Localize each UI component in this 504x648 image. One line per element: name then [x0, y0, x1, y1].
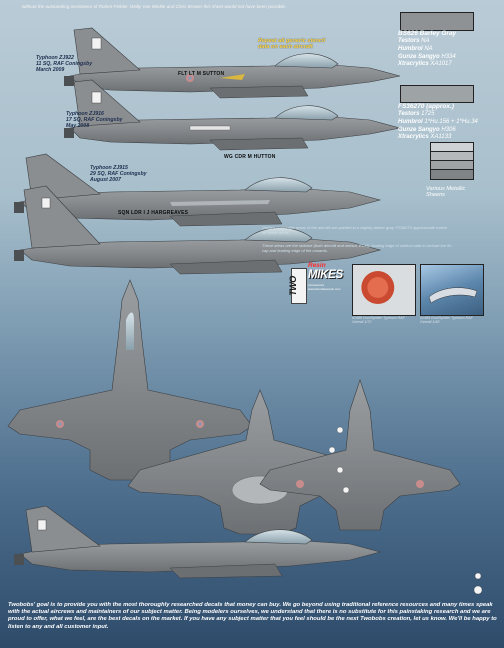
logo-two-text: TWO	[287, 276, 298, 296]
composite-note: Various composite areas of the aircraft …	[262, 225, 447, 235]
spec-line: Gunze Sangyo H306	[398, 126, 456, 133]
caption-line: 17 SQ, RAF Coningsby	[66, 116, 123, 123]
caption-aircraft-1: Typhoon ZJ922 11 SQ, RAF Coningsby March…	[36, 55, 93, 74]
product-photo-2	[420, 264, 484, 316]
two-mikes-logo: TWO Resin MIKES Accessories www.twomikes…	[287, 262, 349, 304]
product-photo-1	[352, 264, 416, 316]
credit-note: without the outstanding assistance of Ro…	[22, 4, 287, 9]
spec-heading: FS36270 (approx.)	[398, 103, 454, 110]
spec-line: Humbrol NA	[398, 45, 433, 52]
label-line: Various Metallic	[426, 186, 466, 192]
label-line: Sheens	[426, 192, 445, 199]
spec-heading: BS626 Barley Gray	[398, 30, 457, 37]
stencil-repeat-note: Repeat all generic stencil data on each …	[258, 38, 325, 51]
serial-label-3: SQN LDR I J HARGREAVES	[118, 210, 189, 216]
photo-part-shape	[428, 287, 478, 304]
composite-areas-note: These areas are the radome (both aircraf…	[262, 243, 452, 253]
caption-line: Typhoon ZJ915	[90, 165, 128, 171]
fs36270-swatch	[400, 85, 474, 103]
photo-caption-2: #1489 Gun/Splitter Typhoon RAF Overall 1…	[420, 316, 473, 325]
caption-line: 11 SQ, RAF Coningsby	[36, 60, 93, 67]
caption-line: Typhoon ZJ916	[66, 111, 104, 117]
note-line: data on each aircraft	[258, 44, 313, 51]
caption-line: March 2009	[36, 66, 65, 73]
caption-aircraft-2: Typhoon ZJ916 17 SQ, RAF Coningsby May 2…	[66, 111, 123, 130]
logo-two-block: TWO	[287, 268, 307, 304]
spec-line: Testors 1725	[398, 111, 435, 118]
barley-gray-swatch	[400, 12, 474, 31]
spec-line: Testors NA	[398, 38, 430, 45]
photo-caption-1: #1488 Gun/Splitter Typhoon RAF Overall 1…	[352, 316, 405, 325]
spec-line: Xtracrylics XA1133	[398, 134, 452, 141]
logo-resin-text: Resin	[308, 262, 326, 269]
serial-label-2: WG CDR M HUTTON	[224, 154, 276, 160]
caption-line: May 2008	[66, 122, 90, 129]
note-line: Repeat all generic stencil	[258, 38, 326, 44]
caption-line: Typhoon ZJ922	[36, 55, 74, 61]
metallic-label: Various Metallic Sheens	[426, 186, 465, 199]
serial-label-1: FLT LT M SUTTON	[178, 71, 225, 77]
caption-line: August 2007	[90, 176, 121, 183]
paint-spec-fs36270: FS36270 (approx.) Testors 1725 Humbrol 1…	[398, 103, 478, 142]
logo-subtitle: Accessories www.twomikesresin.com	[308, 283, 341, 291]
metallic-swatch-4	[430, 169, 474, 180]
spec-line: Xtracrylics XA1017	[398, 61, 452, 68]
footer-statement: Twobobs' goal is to provide you with the…	[8, 602, 497, 630]
spec-line: Gunze Sangyo H334	[398, 53, 456, 60]
logo-mikes-text: MIKES	[308, 269, 343, 281]
spec-line: Humbrol 1*Hu.156 + 1*Hu.34	[398, 118, 478, 125]
caption-aircraft-3: Typhoon ZJ915 29 SQ, RAF Coningsby Augus…	[90, 165, 147, 184]
paint-spec-barley-gray: BS626 Barley Gray Testors NA Humbrol NA …	[398, 30, 456, 69]
caption-line: 29 SQ, RAF Coningsby	[90, 170, 147, 177]
